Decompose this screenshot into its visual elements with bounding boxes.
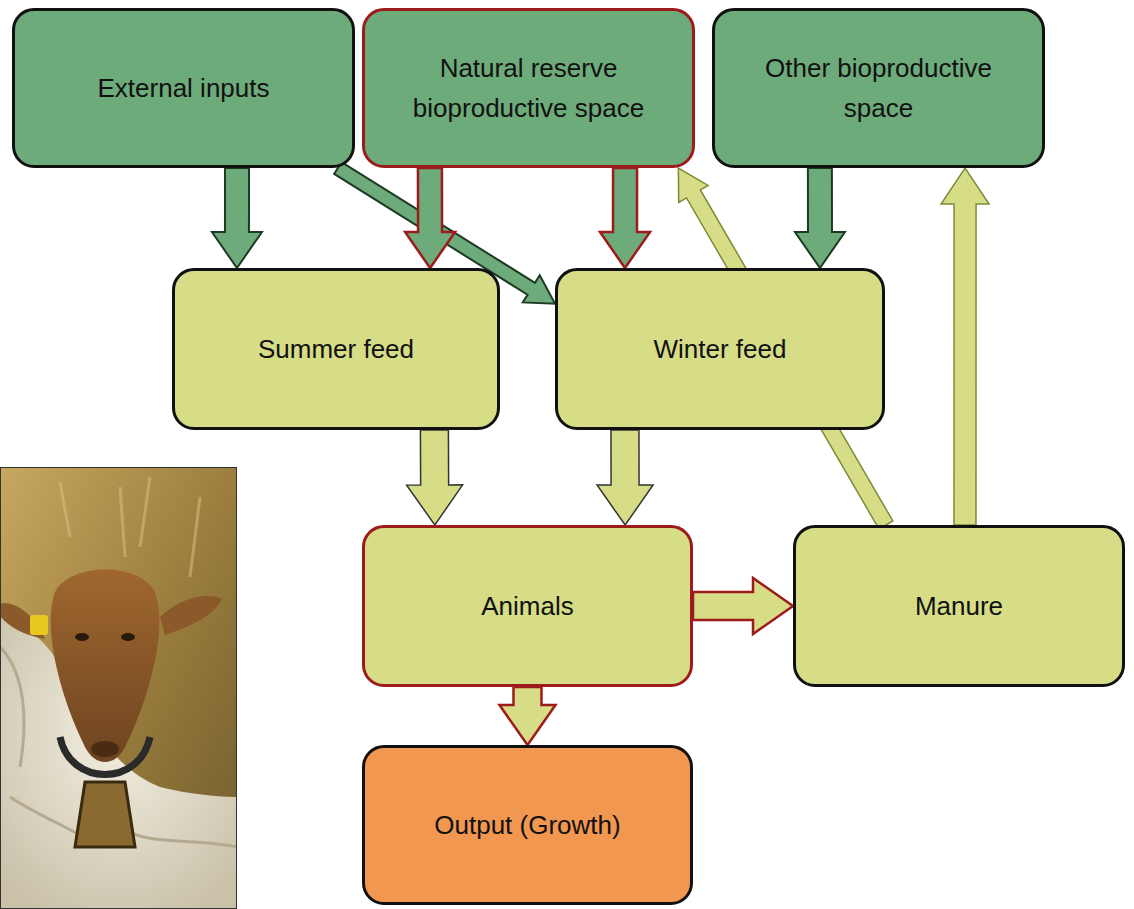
animal-box: Animals — [362, 525, 693, 687]
block-arrow — [407, 430, 463, 525]
node-label: Other bioproductive space — [731, 48, 1026, 128]
block-arrow — [500, 687, 556, 745]
node-label: Manure — [915, 586, 1003, 626]
space-box: Other bioproductive space — [712, 8, 1045, 168]
space-box: Natural reserve bioproductive space — [362, 8, 695, 168]
output-box: Output (Growth) — [362, 745, 693, 905]
manure-box: Manure — [793, 525, 1125, 687]
feed-box: Summer feed — [172, 268, 500, 430]
block-arrow — [795, 168, 845, 268]
node-label: Animals — [481, 586, 573, 626]
block-arrow — [941, 168, 989, 525]
node-label: Output (Growth) — [434, 805, 620, 845]
block-arrow — [600, 168, 650, 268]
block-arrow — [212, 168, 262, 268]
node-label: Winter feed — [654, 329, 787, 369]
block-arrow — [693, 578, 793, 634]
node-label: Natural reserve bioproductive space — [381, 48, 676, 128]
node-label: Summer feed — [258, 329, 414, 369]
node-label: External inputs — [98, 68, 270, 108]
input-box: External inputs — [12, 8, 355, 168]
block-arrow — [597, 430, 653, 525]
feed-box: Winter feed — [555, 268, 885, 430]
block-arrow — [405, 168, 455, 268]
sheep-photo — [0, 467, 237, 909]
